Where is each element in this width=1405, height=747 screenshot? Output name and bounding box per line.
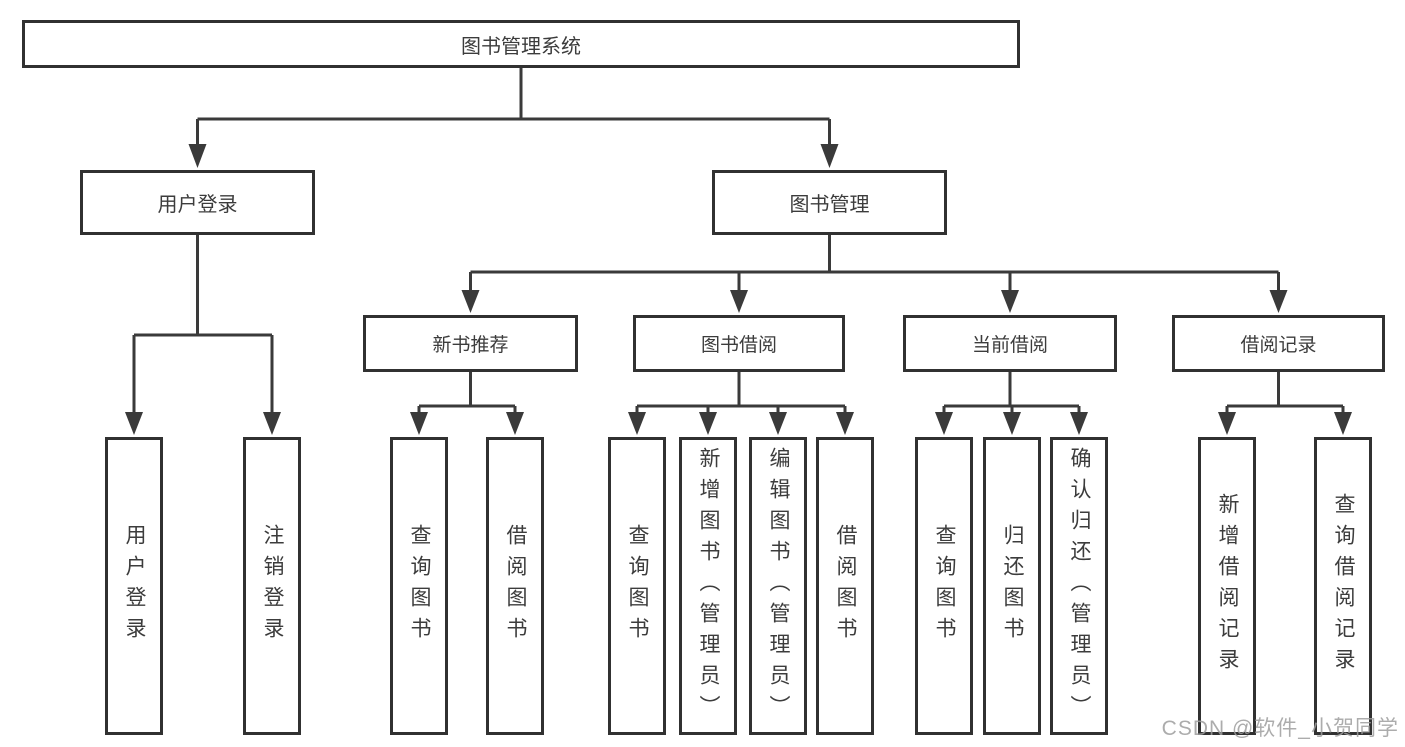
leaf-label: 确认归还（管理员） — [1068, 446, 1092, 726]
leaf-label: 借阅图书 — [504, 524, 528, 648]
leaf-label: 查询图书 — [933, 524, 957, 648]
node-book-borrow: 图书借阅 — [633, 315, 845, 372]
leaf-query-books-borrow: 查询图书 — [608, 437, 666, 735]
leaf-add-books-admin: 新增图书（管理员） — [679, 437, 737, 735]
leaf-edit-books-admin: 编辑图书（管理员） — [749, 437, 807, 735]
leaf-borrow-books-recommend: 借阅图书 — [486, 437, 544, 735]
csdn-watermark: CSDN @软件_小贺同学 — [1161, 717, 1399, 740]
leaf-logout: 注销登录 — [243, 437, 301, 735]
leaf-user-login: 用户登录 — [105, 437, 163, 735]
leaf-confirm-return-admin: 确认归还（管理员） — [1050, 437, 1108, 735]
leaf-add-borrow-record: 新增借阅记录 — [1198, 437, 1256, 735]
leaf-label: 查询借阅记录 — [1332, 493, 1356, 679]
node-label: 图书管理 — [789, 194, 870, 216]
leaf-query-books-current: 查询图书 — [915, 437, 973, 735]
node-label: 图书借阅 — [700, 335, 777, 356]
connector-login-branch — [125, 235, 281, 435]
leaf-borrow-books: 借阅图书 — [816, 437, 874, 735]
node-label: 当前借阅 — [971, 335, 1048, 356]
connector-recommend-branch — [410, 372, 524, 435]
node-book-management: 图书管理 — [712, 170, 947, 235]
leaf-label: 归还图书 — [1001, 524, 1025, 648]
leaf-label: 查询图书 — [408, 524, 432, 648]
node-library-management-system: 图书管理系统 — [22, 20, 1020, 68]
node-label: 用户登录 — [157, 194, 238, 216]
leaf-label: 编辑图书（管理员） — [767, 446, 791, 726]
connector-bookmgmt-to-level2 — [461, 235, 1288, 313]
leaf-query-borrow-record: 查询借阅记录 — [1314, 437, 1372, 735]
connector-borrow-branch — [628, 372, 854, 435]
connector-current-branch — [935, 372, 1088, 435]
leaf-label: 借阅图书 — [834, 524, 858, 648]
node-user-login: 用户登录 — [80, 170, 315, 235]
leaf-label: 注销登录 — [261, 524, 285, 648]
node-current-borrow: 当前借阅 — [903, 315, 1117, 372]
node-label: 新书推荐 — [432, 335, 509, 356]
leaf-return-books: 归还图书 — [983, 437, 1041, 735]
leaf-label: 新增图书（管理员） — [697, 446, 721, 726]
node-label: 图书管理系统 — [461, 35, 581, 58]
node-borrow-records: 借阅记录 — [1172, 315, 1385, 372]
leaf-label: 用户登录 — [123, 524, 147, 648]
leaf-label: 查询图书 — [626, 524, 650, 648]
leaf-label: 新增借阅记录 — [1216, 493, 1240, 679]
node-label: 借阅记录 — [1240, 335, 1317, 356]
connector-root-to-level1 — [188, 68, 839, 168]
connector-records-branch — [1218, 372, 1352, 435]
node-new-book-recommend: 新书推荐 — [363, 315, 578, 372]
leaf-query-books-recommend: 查询图书 — [390, 437, 448, 735]
